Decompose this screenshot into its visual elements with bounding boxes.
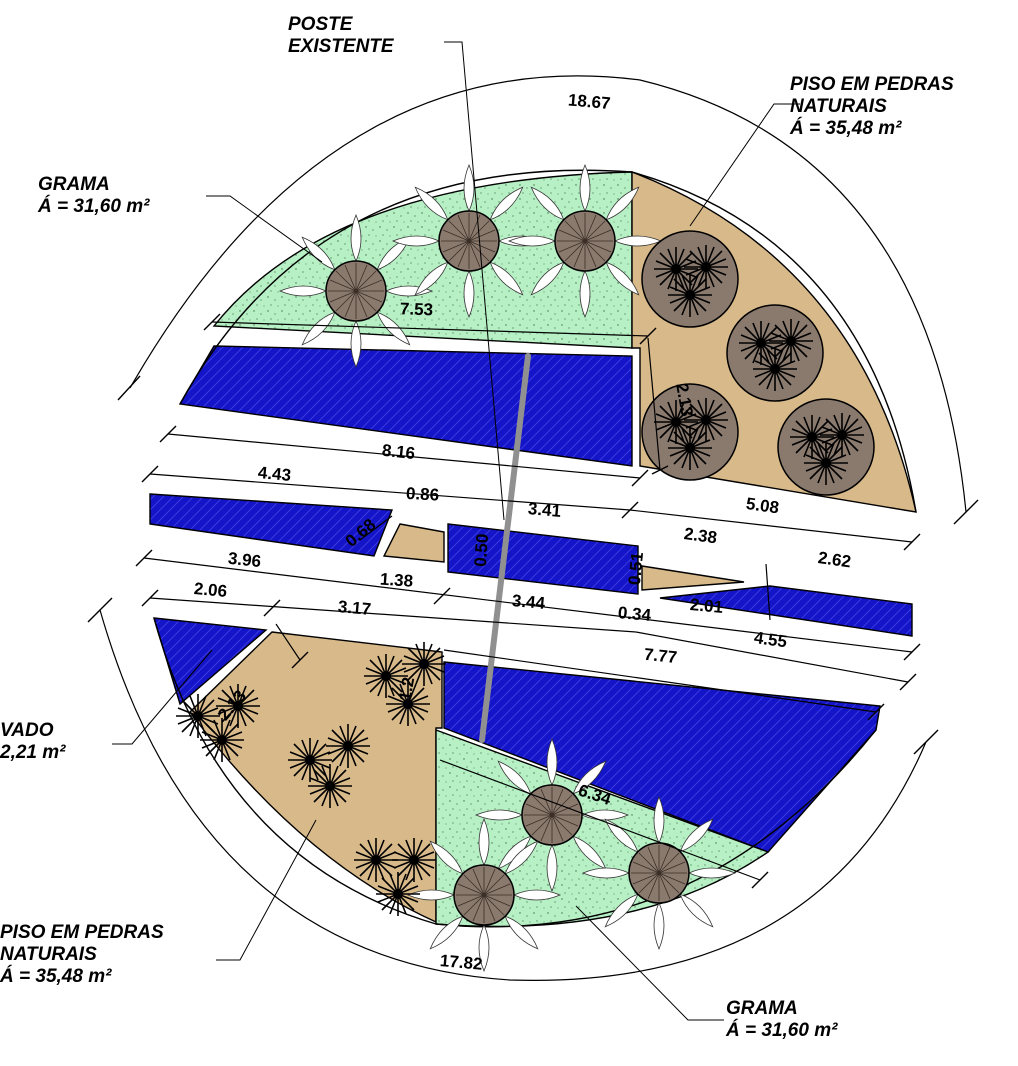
dim-text: 0.50 [471,533,492,567]
label-line: Á = 31,60 m² [726,1020,838,1041]
dim-text: 7.77 [643,645,678,667]
dim-text: 3.17 [337,597,372,619]
dim-text: 2.06 [193,579,228,601]
water-strip-left [149,493,394,557]
stone-strip-1 [382,523,445,563]
dim-text: 0.86 [406,484,440,505]
dim-text: 0.51 [625,551,647,586]
label-line: Á = 35,48 m² [0,966,112,987]
dim-text: 17.82 [439,951,483,974]
dim-text: 2.01 [689,595,724,617]
water-area-bottom [443,661,881,853]
dim-text: 2.62 [817,548,852,571]
stone-strip-2 [641,565,745,591]
dim-text: 1.2 [395,676,418,703]
label-poste-existente: POSTE EXISTENTE [288,14,394,58]
label-piso-top: PISO EM PEDRAS NATURAIS Á = 35,48 m² [790,74,954,140]
dim-text: 18.67 [567,90,611,113]
dim-text: 4.43 [257,463,292,485]
label-line: PISO EM PEDRAS [0,922,164,943]
dim-text: 3.41 [527,499,562,521]
water-strip-right [659,585,913,637]
label-line: 2,21 m² [0,742,66,763]
dim-text: 0.34 [617,603,652,625]
label-lavado: VADO 2,21 m² [0,720,65,764]
label-grama-bottom: GRAMA Á = 31,60 m² [726,998,837,1042]
label-line: Á = 35,48 m² [790,118,902,139]
dim-text: 4.55 [753,628,788,651]
grass-area-top [212,171,633,349]
water-strip-center [447,523,639,595]
dim-text: 3.96 [227,549,262,571]
dim-text: 2.38 [683,524,718,547]
dim-text: 3.44 [511,591,546,613]
dim-text: 8.16 [381,441,416,463]
label-line: EXISTENTE [288,36,394,57]
label-piso-bottom: PISO EM PEDRAS NATURAIS Á = 35,48 m² [0,922,164,988]
label-line: VADO [0,720,54,741]
label-line: PISO EM PEDRAS [790,74,954,95]
dim-text: 7.53 [400,299,434,319]
dim-text: 5.08 [745,494,780,517]
label-line: NATURAIS [0,944,97,965]
label-line: POSTE [288,14,353,35]
label-line: GRAMA [38,174,110,195]
label-line: Á = 31,60 m² [38,196,150,217]
label-grama-top: GRAMA Á = 31,60 m² [38,174,149,218]
dim-text: 1.38 [379,569,413,590]
label-line: GRAMA [726,998,798,1019]
label-line: NATURAIS [790,96,887,117]
